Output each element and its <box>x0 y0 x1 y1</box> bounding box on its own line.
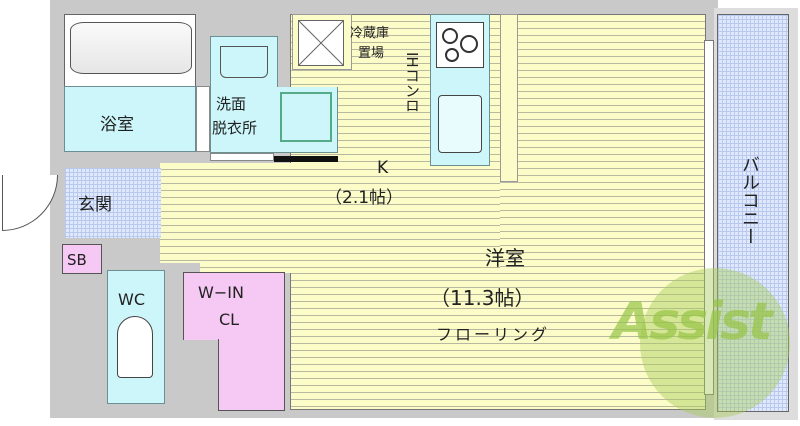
western-room-label: 洋室 <box>485 246 525 270</box>
kitchen-area <box>200 163 500 273</box>
closet-label-2: CL <box>219 310 240 329</box>
entrance-label: 玄関 <box>78 195 112 215</box>
washing-machine-icon <box>280 92 332 142</box>
fridge-label-2: 置場 <box>358 46 385 61</box>
western-room-size: （11.3帖） <box>430 286 535 310</box>
stove-label: IHコンロ <box>403 52 421 113</box>
entrance <box>65 168 161 238</box>
fridge-label-1: 冷蔵庫 <box>350 26 390 41</box>
toilet-label: WC <box>118 290 145 309</box>
washroom-shelf-dark <box>274 156 338 162</box>
ih-stove-icon <box>436 22 484 68</box>
bathroom <box>64 86 196 152</box>
washroom-shelf <box>210 153 274 161</box>
hall-area <box>160 163 200 263</box>
walk-in-closet-lower <box>218 339 285 411</box>
washbasin-icon <box>220 46 268 78</box>
bath-door <box>196 86 210 152</box>
sink-icon <box>438 95 482 153</box>
counter-edge <box>500 14 518 182</box>
washroom-label-2: 脱衣所 <box>212 119 258 137</box>
closet-label-1: W−IN <box>198 283 244 302</box>
bathroom-label: 浴室 <box>100 115 134 135</box>
assist-logo-circle <box>640 268 790 418</box>
shoebox-label: SB <box>67 251 87 269</box>
toilet-icon <box>117 316 153 378</box>
fridge-x-icon <box>298 20 344 66</box>
walk-in-closet <box>183 272 285 340</box>
assist-logo: Assist <box>612 292 773 352</box>
balcony <box>717 14 789 412</box>
flooring-label: フローリング <box>436 325 551 344</box>
balcony-label: バルコニー <box>739 155 760 245</box>
bathtub-icon <box>70 22 192 74</box>
window-sash <box>704 40 714 395</box>
washroom-upper <box>210 36 278 88</box>
kitchen-label: K <box>377 158 389 178</box>
kitchen-size: （2.1帖） <box>325 188 404 208</box>
shoebox <box>62 244 102 274</box>
washroom-label-1: 洗面 <box>216 95 247 113</box>
